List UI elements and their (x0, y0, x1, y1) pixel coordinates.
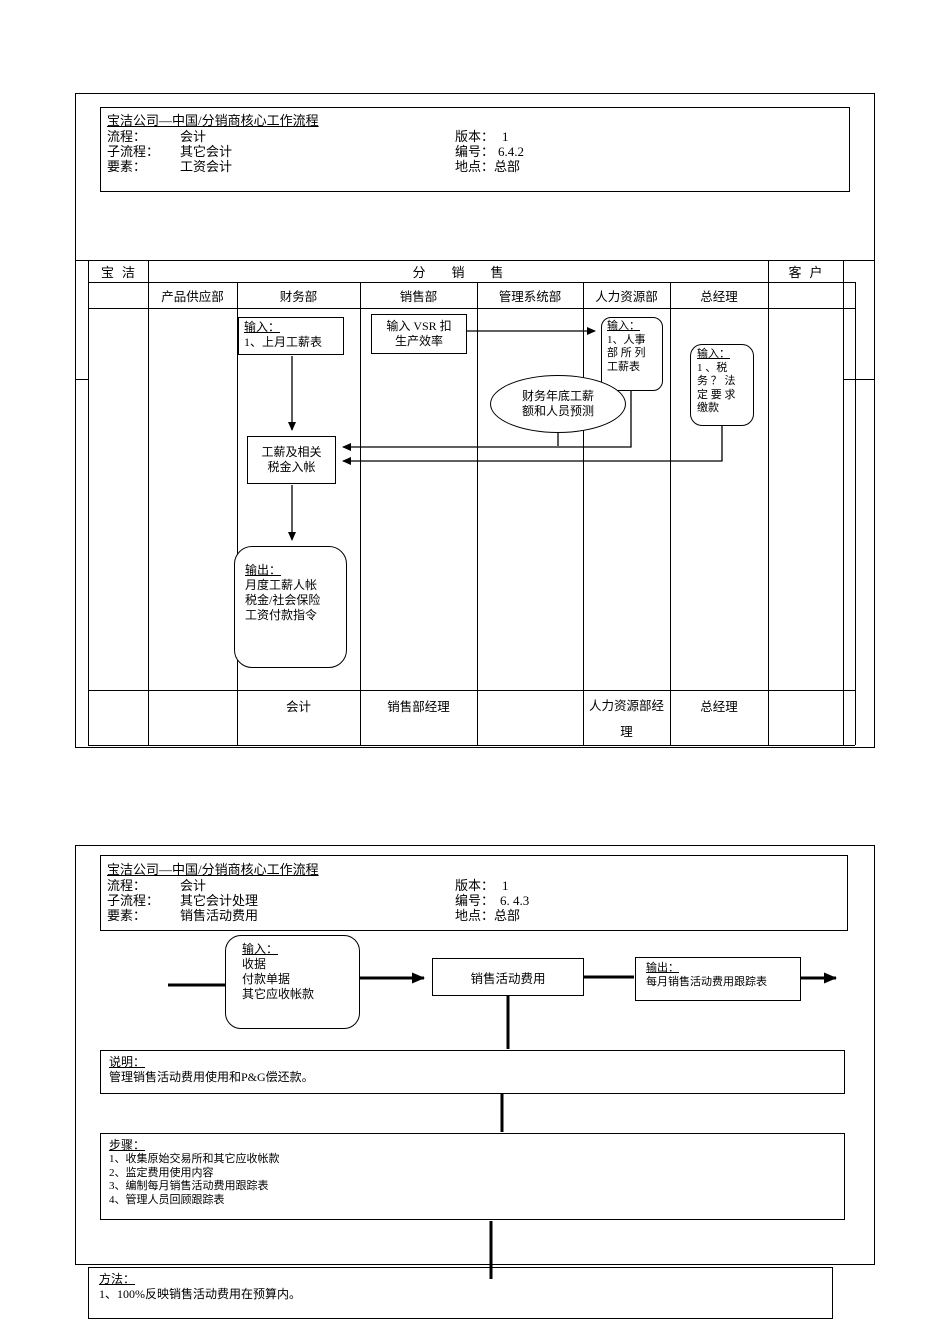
lane-header-mis: 管理系统部 (498, 289, 562, 304)
node-vsr-input: 输入 VSR 扣 生产效率 (371, 314, 467, 354)
steps-title: 步骤： (109, 1138, 146, 1152)
diagram1-version-value: 1 (502, 129, 509, 144)
diagram2-version-value: 1 (502, 878, 509, 893)
node-output-tracking-sheet: 输出： 每月销售活动费用跟踪表 (635, 957, 801, 1001)
grid-vline (583, 282, 584, 745)
diagram1-version: 版本： 1 (455, 126, 509, 145)
steps-box: 步骤： 1、收集原始交易所和其它应收帐款 2、监定费用使用内容 3、编制每月销售… (100, 1133, 845, 1220)
node-input-last-month-payroll: 输入： 1、上月工薪表 (238, 317, 344, 355)
description-title: 说明： (109, 1055, 146, 1069)
node-input-last-month-payroll-body: 1、上月工薪表 (244, 335, 323, 349)
grid-tick-left (75, 379, 88, 380)
grid-vline (360, 282, 361, 745)
diagram2-version: 版本： 1 (455, 875, 509, 894)
diagram2-header-box (100, 855, 848, 931)
lane-header-finance: 财务部 (279, 289, 318, 304)
grid-hline (88, 308, 855, 309)
diagram2-element-label: 要素： (107, 908, 147, 923)
role-label-hr-manager: 人力资源部经 理 (588, 699, 664, 739)
grid-hline (88, 282, 855, 283)
diagram1-process-label: 流程： (107, 129, 147, 144)
diagram2-subprocess-value: 其它会计处理 (180, 893, 259, 908)
diagram1-location: 地点：总部 (455, 156, 520, 175)
band-pg-label: 宝洁 (100, 264, 143, 280)
node-output-payroll-title: 输出： (245, 563, 282, 577)
grid-tick-right (843, 379, 875, 380)
band-customer-label: 客户 (788, 264, 831, 280)
lane-header-product-supply: 产品供应部 (161, 289, 224, 304)
diagram2-location-label: 地点： (455, 908, 495, 923)
node-output-payroll: 输出： 月度工薪人帐 税金/社会保险 工资付款指令 (234, 546, 347, 668)
node-input-receipts: 输入： 收据 付款单据 其它应收帐款 (225, 935, 360, 1029)
diagram2-process-value: 会计 (180, 878, 207, 893)
description-box: 说明： 管理销售活动费用使用和P&G偿还款。 (100, 1050, 845, 1094)
diagram1-element-label: 要素： (107, 159, 147, 174)
method-body: 1、100%反映销售活动费用在预算内。 (99, 1287, 301, 1301)
diagram2-subprocess-label: 子流程： (107, 893, 160, 908)
role-label-sales-manager: 销售部经理 (387, 699, 450, 714)
method-title: 方法： (99, 1272, 136, 1286)
steps-body: 1、收集原始交易所和其它应收帐款 2、监定费用使用内容 3、编制每月销售活动费用… (109, 1153, 280, 1206)
diagram1-version-label: 版本： (455, 129, 495, 144)
grid-vline (855, 282, 856, 745)
node-input-hr-payroll-title: 输入： (607, 320, 640, 332)
node-input-receipts-title: 输入： (242, 942, 279, 956)
node-output-payroll-body: 月度工薪人帐 税金/社会保险 工资付款指令 (245, 578, 321, 622)
grid-vline (477, 282, 478, 745)
diagram1-process-value: 会计 (180, 129, 207, 144)
diagram2-version-label: 版本： (455, 878, 495, 893)
diagram1-code-label: 编号： (455, 144, 495, 159)
diagram1-location-label: 地点： (455, 159, 495, 174)
grid-vline (843, 260, 844, 745)
node-yearend-forecast-ellipse: 财务年底工薪 额和人员预测 (490, 375, 626, 433)
grid-vline (148, 260, 149, 745)
grid-vline (670, 282, 671, 745)
grid-hline (88, 690, 855, 691)
diagram1-location-value: 总部 (494, 159, 521, 174)
diagram2-process-label: 流程： (107, 878, 147, 893)
diagram1-code-value: 6.4.2 (498, 144, 525, 159)
grid-vline (237, 282, 238, 745)
diagram2-code-label: 编号： (455, 893, 495, 908)
node-output-tracking-sheet-body: 每月销售活动费用跟踪表 (646, 975, 767, 988)
diagram1-subprocess-label: 子流程： (107, 144, 160, 159)
node-input-hr-payroll-body: 1、人事 部 所 列 工薪表 (607, 333, 646, 373)
diagram1-title: 宝洁公司—中国/分销商核心工作流程 (107, 113, 319, 128)
grid-hline (75, 260, 875, 261)
method-box: 方法： 1、100%反映销售活动费用在预算内。 (88, 1267, 833, 1319)
node-input-receipts-body: 收据 付款单据 其它应收帐款 (242, 957, 315, 1001)
diagram2-element-value: 销售活动费用 (180, 908, 259, 923)
diagram1-code: 编号：6.4.2 (455, 141, 524, 160)
diagram2-location-value: 总部 (494, 908, 521, 923)
lane-header-hr: 人力资源部 (595, 289, 658, 304)
role-label-accounting: 会计 (285, 699, 311, 714)
diagram1-header-box (100, 107, 850, 192)
role-label-general-manager: 总经理 (700, 699, 738, 714)
band-distribution-label: 分销售 (412, 264, 530, 280)
node-input-last-month-payroll-title: 输入： (244, 320, 281, 334)
node-input-tax-requirements: 输入： 1 、税 务 ？ 法 定 要 求 缴款 (690, 344, 754, 426)
diagram2-code: 编号： 6. 4.3 (455, 890, 529, 909)
diagram2-location: 地点：总部 (455, 905, 520, 924)
node-input-tax-requirements-title: 输入： (697, 348, 730, 360)
diagram2-title: 宝洁公司—中国/分销商核心工作流程 (107, 862, 319, 877)
node-input-tax-requirements-body: 1 、税 务 ？ 法 定 要 求 缴款 (697, 361, 736, 415)
lane-header-sales: 销售部 (399, 289, 438, 304)
lane-header-gm: 总经理 (700, 289, 738, 304)
node-output-tracking-sheet-title: 输出： (646, 962, 679, 974)
diagram1-element-value: 工资会计 (180, 159, 233, 174)
node-input-hr-payroll: 输入： 1、人事 部 所 列 工薪表 (601, 317, 663, 391)
node-payroll-tax-entry: 工薪及相关 税金入帐 (247, 436, 336, 484)
diagram2-code-value: 6. 4.3 (500, 893, 530, 908)
node-sales-activity-expense: 销售活动费用 (432, 958, 584, 996)
diagram1-subprocess-value: 其它会计 (180, 144, 233, 159)
description-body: 管理销售活动费用使用和P&G偿还款。 (109, 1070, 314, 1084)
grid-vline (768, 260, 769, 745)
grid-vline (88, 260, 89, 745)
grid-hline (88, 745, 855, 746)
